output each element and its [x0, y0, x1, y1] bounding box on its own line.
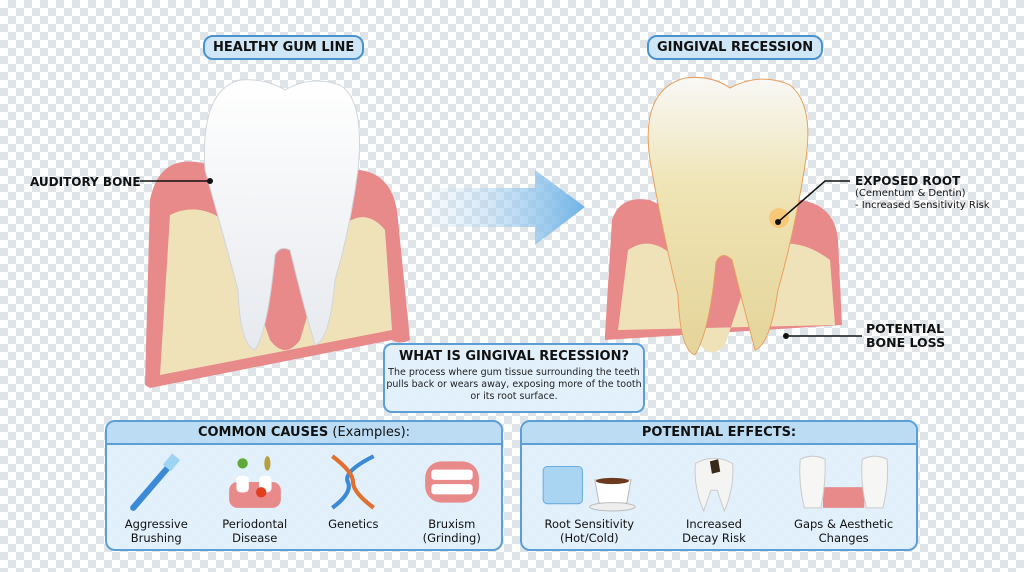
cause-label: Aggressive Brushing	[124, 517, 188, 545]
cause-item: Periodontal Disease	[210, 451, 300, 545]
decayed-tooth-icon	[694, 457, 734, 513]
cause-label: Periodontal Disease	[222, 517, 288, 545]
causes-title: COMMON CAUSES	[197, 425, 329, 440]
healthy-tooth-diagram	[145, 79, 410, 388]
healthy-title: HEALTHY GUM LINE	[203, 35, 365, 60]
effects-heading: POTENTIAL EFFECTS:	[522, 422, 916, 445]
bone-loss-label: POTENTIAL BONE LOSS	[866, 322, 945, 350]
teeth-icon	[424, 461, 479, 503]
definition-text: The process where gum tissue surrounding…	[386, 367, 642, 402]
cause-item: Aggressive Brushing	[111, 451, 201, 545]
exposed-root-label: EXPOSED ROOT (Cementum & Dentin) - Incre…	[855, 174, 990, 212]
effect-label: Root Sensitivity (Hot/Cold)	[544, 517, 635, 545]
exposed-root-sub1: (Cementum & Dentin)	[855, 188, 966, 199]
causes-title-suffix: (Examples):	[328, 425, 411, 440]
ice-coffee-icon	[542, 465, 636, 512]
arrow-icon	[430, 170, 585, 245]
cause-item: Bruxism (Grinding)	[407, 451, 497, 545]
cause-label: Bruxism (Grinding)	[422, 517, 481, 545]
effect-label: Gaps & Aesthetic Changes	[794, 517, 894, 545]
dna-icon	[331, 454, 376, 510]
auditory-bone-label: AUDITORY BONE	[30, 175, 141, 189]
effects-panel: POTENTIAL EFFECTS: Root Sensitivity (Hot…	[520, 420, 918, 551]
bacteria-gum-icon	[228, 456, 281, 508]
causes-heading: COMMON CAUSES (Examples):	[107, 422, 501, 445]
effect-label: Increased Decay Risk	[682, 517, 746, 545]
recession-title: GINGIVAL RECESSION	[647, 35, 824, 60]
toothbrush-icon	[130, 453, 181, 511]
bone-loss-line2: BONE LOSS	[866, 335, 946, 350]
exposed-root-sub2: - Increased Sensitivity Risk	[855, 200, 990, 211]
effect-item: Increased Decay Risk	[669, 451, 759, 545]
definition-box: WHAT IS GINGIVAL RECESSION? The process …	[383, 343, 645, 413]
cause-item: Genetics	[308, 451, 398, 545]
definition-title: WHAT IS GINGIVAL RECESSION?	[398, 349, 630, 364]
gap-teeth-icon	[799, 455, 889, 509]
exposed-root-title: EXPOSED ROOT	[855, 174, 961, 188]
bone-loss-line1: POTENTIAL	[866, 321, 945, 336]
causes-panel: COMMON CAUSES (Examples): Aggressive Bru…	[105, 420, 503, 551]
recession-tooth-diagram	[605, 77, 842, 356]
effect-item: Gaps & Aesthetic Changes	[784, 451, 904, 545]
cause-label: Genetics	[328, 517, 379, 531]
effect-item: Root Sensitivity (Hot/Cold)	[534, 451, 644, 545]
